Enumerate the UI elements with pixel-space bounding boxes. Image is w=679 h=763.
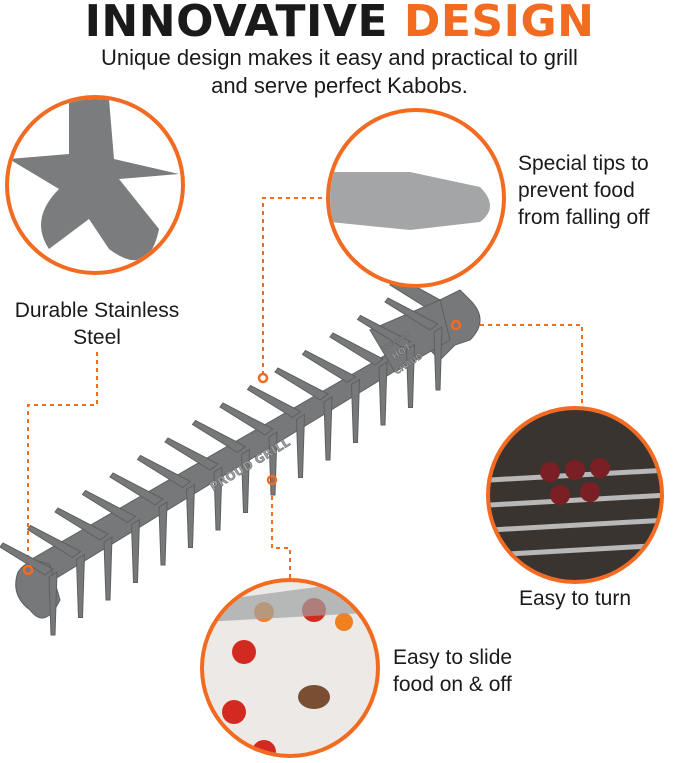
- dashed-connectors: [27, 197, 583, 578]
- callout-dots: [22, 319, 462, 576]
- title-accent: DESIGN: [403, 0, 595, 47]
- skewer-tine: [0, 542, 54, 576]
- skewer-tine: [164, 437, 219, 471]
- page-title: INNOVATIVE DESIGN: [0, 0, 679, 47]
- subtitle-line-1: Unique design makes it easy and practica…: [101, 45, 578, 70]
- skewer-tine: [433, 326, 443, 391]
- skewer-tine: [240, 448, 251, 513]
- skewer-tine: [246, 384, 302, 419]
- feature-text: food on & off: [393, 673, 512, 696]
- feature-turn: Easy to turn: [486, 585, 664, 612]
- skewer-tine: [323, 396, 333, 461]
- skewer-tine: [136, 454, 192, 489]
- skewer-tine: [378, 361, 388, 426]
- feature-durable: Durable Stainless Steel: [0, 297, 194, 351]
- detail-circle-grill: [486, 406, 664, 584]
- skewer-tine: [75, 553, 86, 618]
- subtitle-line-2: and serve perfect Kabobs.: [211, 73, 468, 98]
- skewer-tine: [54, 507, 109, 541]
- skewer-tine: [301, 349, 357, 384]
- feature-text: prevent food: [518, 179, 635, 202]
- skewer-tine: [295, 413, 306, 478]
- detail-circle-tip: [326, 108, 506, 288]
- food-slide-image: [204, 582, 376, 754]
- skewer: [0, 277, 481, 636]
- skewer-tine: [350, 378, 361, 443]
- skewer-tine: [219, 402, 274, 436]
- feature-text: Durable Stainless: [14, 299, 180, 322]
- skewer-tine: [356, 314, 412, 349]
- feature-text: from falling off: [518, 206, 650, 229]
- skewer-tine: [191, 419, 247, 454]
- skewer-tine: [158, 501, 168, 566]
- skewer-head-image: [9, 99, 179, 261]
- skewer-tine: [81, 489, 137, 524]
- skewer-tine: [384, 297, 439, 331]
- skewer-tine: [274, 367, 329, 401]
- title-main: INNOVATIVE: [84, 0, 389, 47]
- skewer-tine: [405, 343, 416, 408]
- skewer-tine: [329, 332, 384, 366]
- skewer-tine: [48, 571, 58, 636]
- grill-image: [490, 458, 660, 558]
- feature-text: Easy to slide: [393, 646, 513, 669]
- feature-slide: Easy to slide food on & off: [393, 644, 512, 698]
- skewer-tine: [103, 536, 113, 601]
- subtitle: Unique design makes it easy and practica…: [0, 44, 679, 100]
- feature-text: Special tips to: [518, 152, 649, 175]
- feature-tips: Special tips to prevent food from fallin…: [518, 150, 650, 231]
- skewer-tine: [185, 483, 196, 548]
- skewer-tine: [26, 524, 82, 559]
- feature-text: Steel: [73, 326, 121, 349]
- skewer-tine: [213, 466, 223, 531]
- feature-text: Easy to turn: [518, 587, 632, 610]
- detail-circle-slide: [200, 578, 380, 758]
- skewer-tip-image: [330, 172, 490, 230]
- skewer-tine: [109, 472, 164, 506]
- detail-circle-head: [5, 95, 185, 275]
- skewer-tine: [130, 518, 141, 583]
